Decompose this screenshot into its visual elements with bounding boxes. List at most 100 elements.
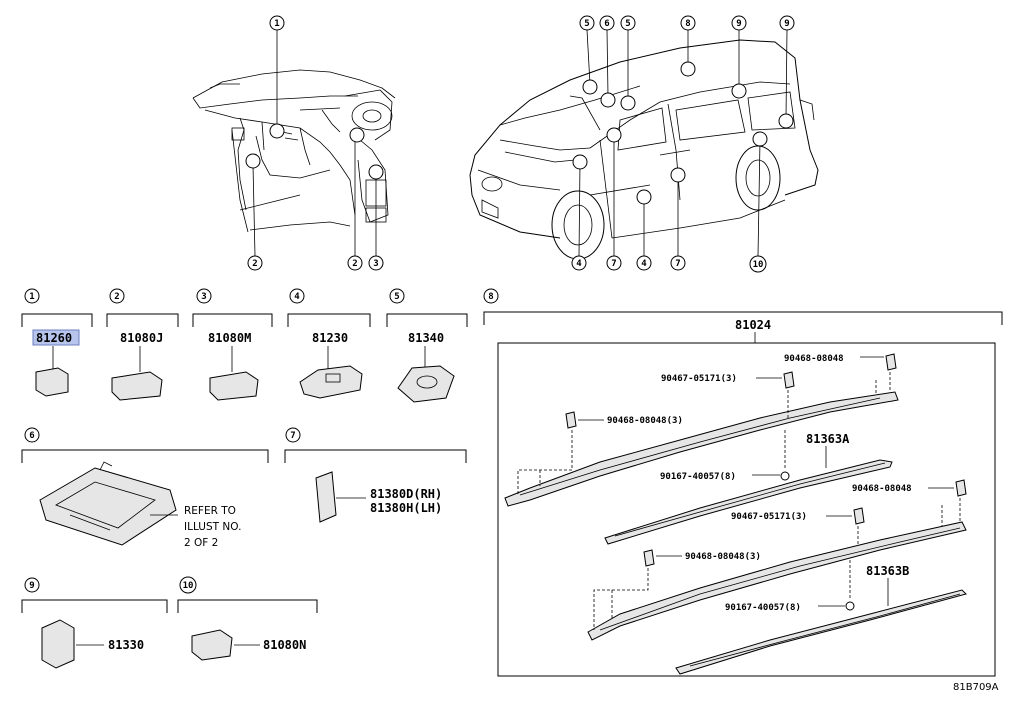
svg-text:5: 5: [394, 292, 399, 302]
clip-lower-3: [643, 549, 655, 567]
screw-upper: [780, 471, 790, 481]
callout-leaders: [252, 29, 788, 257]
svg-text:6: 6: [29, 431, 34, 441]
part-number-81024[interactable]: 81024: [735, 318, 771, 332]
callout-exterior-4a: 4: [571, 255, 587, 271]
callout-exterior-9a: 9: [731, 15, 747, 31]
part-number-81080M[interactable]: 81080M: [208, 331, 251, 345]
part-number-90167-40057-upper[interactable]: 90167-40057(8): [660, 472, 736, 482]
svg-text:10: 10: [753, 260, 764, 270]
upper-rail-image: [504, 391, 899, 507]
svg-text:4: 4: [294, 292, 300, 302]
screw-lower: [845, 601, 855, 611]
callout-interior-2b: 2: [347, 255, 363, 271]
part-number-81363A[interactable]: 81363A: [806, 432, 850, 446]
lower-rail-image: [587, 521, 967, 641]
part-number-81260[interactable]: 81260: [36, 331, 72, 345]
svg-text:7: 7: [611, 259, 616, 269]
svg-text:5: 5: [625, 19, 630, 29]
svg-text:9: 9: [29, 581, 34, 591]
group-2-number: 2: [109, 288, 125, 304]
part-number-81330[interactable]: 81330: [108, 638, 144, 652]
callout-exterior-10: 10: [749, 255, 767, 273]
part-number-90467-05171-upper[interactable]: 90467-05171(3): [661, 374, 737, 384]
part-number-90467-05171-lower[interactable]: 90467-05171(3): [731, 512, 807, 522]
callout-interior-2-marker: [245, 153, 261, 169]
part-81330-image: [41, 619, 75, 669]
group-8-number: 8: [483, 288, 499, 304]
callout-exterior-4b: 4: [636, 255, 652, 271]
part-number-81080N[interactable]: 81080N: [263, 638, 306, 652]
part-number-90167-40057-lower[interactable]: 90167-40057(8): [725, 603, 801, 613]
part-number-90468-08048-upper[interactable]: 90468-08048: [784, 354, 844, 364]
group-1-number: 1: [24, 288, 40, 304]
group-3: 3 81080M: [192, 288, 273, 401]
callout-exterior-markers: [572, 61, 794, 205]
diagram-id: 81B709A: [953, 682, 999, 693]
part-number-81340[interactable]: 81340: [408, 331, 444, 345]
svg-text:4: 4: [641, 259, 647, 269]
clip-upper-2: [783, 371, 795, 389]
part-number-81080J[interactable]: 81080J: [120, 331, 163, 345]
group-9-number: 9: [24, 577, 40, 593]
callout-exterior-7b: 7: [670, 255, 686, 271]
svg-text:8: 8: [488, 292, 493, 302]
svg-text:9: 9: [736, 19, 741, 29]
svg-text:2: 2: [114, 292, 119, 302]
part-number-81380H[interactable]: 81380H(LH): [370, 501, 442, 515]
highlighted-part-81260[interactable]: [32, 329, 80, 346]
part-81080N-image: [191, 629, 233, 661]
group-10-number: 10: [179, 576, 197, 594]
group-8: 8 81024 90468-08048 90467-05171(3) 90468…: [483, 288, 1003, 677]
group-4-number: 4: [289, 288, 305, 304]
clip-lower-2: [853, 507, 865, 525]
svg-text:2: 2: [252, 259, 257, 269]
callout-interior-3: 3: [368, 255, 384, 271]
part-81260-image: [35, 367, 69, 397]
part-number-90468-08048-lower[interactable]: 90468-08048: [852, 484, 912, 494]
exterior-illustration: [469, 39, 819, 260]
refer-note-line-3: 2 OF 2: [184, 537, 218, 549]
callout-exterior-5b: 5: [620, 15, 636, 31]
group-9: 9 81330: [21, 577, 168, 669]
part-number-81363B[interactable]: 81363B: [866, 564, 909, 578]
callout-exterior-8: 8: [680, 15, 696, 31]
callout-exterior-5a: 5: [579, 15, 595, 31]
part-number-90468-08048-3-lower[interactable]: 90468-08048(3): [685, 552, 761, 562]
clip-lower-1: [955, 479, 967, 497]
svg-text:4: 4: [576, 259, 582, 269]
group-1: 1 81260: [21, 288, 93, 397]
upper-trim-81363A-image: [604, 459, 893, 545]
svg-text:7: 7: [290, 431, 295, 441]
group-6: 6 REFER TO ILLUST NO. 2 OF 2: [21, 427, 269, 549]
clip-upper-1: [885, 353, 897, 371]
callout-interior-3-marker: [368, 164, 384, 180]
lower-trim-81363B-image: [675, 589, 967, 675]
part-81080J-image: [111, 371, 163, 401]
group-2: 2 81080J: [106, 288, 179, 401]
svg-text:3: 3: [201, 292, 206, 302]
refer-note-line-1: REFER TO: [184, 505, 236, 517]
group-3-number: 3: [196, 288, 212, 304]
group-8-detail-box: [497, 342, 996, 677]
group-7-number: 7: [285, 427, 301, 443]
callout-exterior-6: 6: [599, 15, 615, 31]
svg-text:9: 9: [784, 19, 789, 29]
callout-interior-2: 2: [247, 255, 263, 271]
svg-text:1: 1: [274, 19, 279, 29]
group-4: 4 81230: [287, 288, 371, 399]
group-7: 7 81380D(RH) 81380H(LH): [284, 427, 467, 523]
svg-text:6: 6: [604, 19, 609, 29]
interior-illustration: [192, 69, 396, 233]
part-number-81230[interactable]: 81230: [312, 331, 348, 345]
part-number-90468-08048-3-upper[interactable]: 90468-08048(3): [607, 416, 683, 426]
callout-interior-1-marker: [269, 123, 285, 139]
part-81340-image: [397, 365, 455, 403]
refer-note-line-2: ILLUST NO.: [184, 521, 241, 533]
part-number-81380D[interactable]: 81380D(RH): [370, 487, 442, 501]
group-6-number: 6: [24, 427, 40, 443]
svg-text:8: 8: [685, 19, 690, 29]
group-5-number: 5: [389, 288, 405, 304]
part-81380-image: [315, 471, 337, 523]
svg-text:7: 7: [675, 259, 680, 269]
